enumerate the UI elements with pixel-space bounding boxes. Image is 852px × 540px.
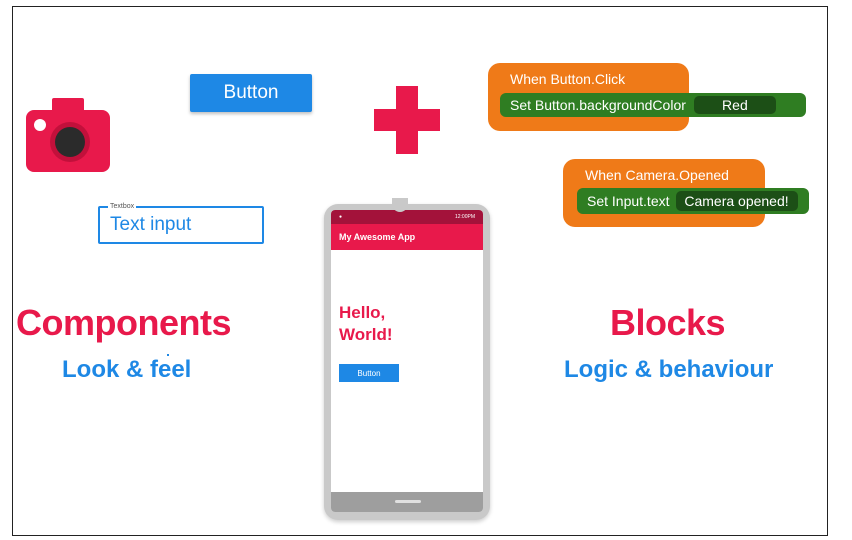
app-bar: My Awesome App — [331, 224, 483, 250]
status-bar: ● 12:00PM — [331, 210, 483, 224]
camera-notch — [392, 198, 408, 212]
plus-icon — [374, 86, 440, 154]
value-pill[interactable]: Red — [693, 96, 776, 114]
event-block-button-click[interactable]: When Button.Click Set Button.backgroundC… — [488, 63, 806, 131]
value-pill[interactable]: Camera opened! — [675, 191, 798, 211]
action-label: Set Button.backgroundColor — [510, 97, 686, 113]
camera-icon — [26, 98, 110, 172]
event-block-camera-opened[interactable]: When Camera.Opened Set Input.text Camera… — [563, 159, 809, 227]
blocks-heading: Blocks — [610, 302, 726, 343]
action-label: Set Input.text — [587, 193, 670, 209]
action-block[interactable]: Set Input.text Camera opened! — [577, 188, 809, 214]
phone-app-button[interactable]: Button — [339, 364, 399, 382]
event-label: When Camera.Opened — [585, 167, 729, 183]
text-input-component[interactable]: Textbox Text input — [98, 202, 264, 244]
components-subheading: Look & feel — [62, 356, 192, 383]
phone-mockup: ● 12:00PM My Awesome App Hello, World! B… — [324, 198, 490, 520]
status-time: 12:00PM — [454, 214, 475, 220]
status-indicator: ● — [339, 214, 343, 220]
components-heading: Components — [16, 302, 232, 343]
stray-dot — [167, 354, 169, 356]
event-label: When Button.Click — [510, 71, 626, 87]
nav-bar — [331, 492, 483, 512]
textbox-label: Textbox — [108, 202, 137, 212]
action-block[interactable]: Set Button.backgroundColor Red — [500, 93, 806, 117]
blocks-subheading: Logic & behaviour — [564, 356, 774, 383]
sample-button-component[interactable]: Button — [190, 74, 312, 112]
phone-screen: ● 12:00PM My Awesome App Hello, World! B… — [331, 210, 483, 512]
home-indicator[interactable] — [395, 500, 421, 503]
hello-text: Hello, World! — [339, 303, 393, 344]
textbox-value: Text input — [110, 214, 192, 235]
app-title: My Awesome App — [339, 232, 416, 242]
